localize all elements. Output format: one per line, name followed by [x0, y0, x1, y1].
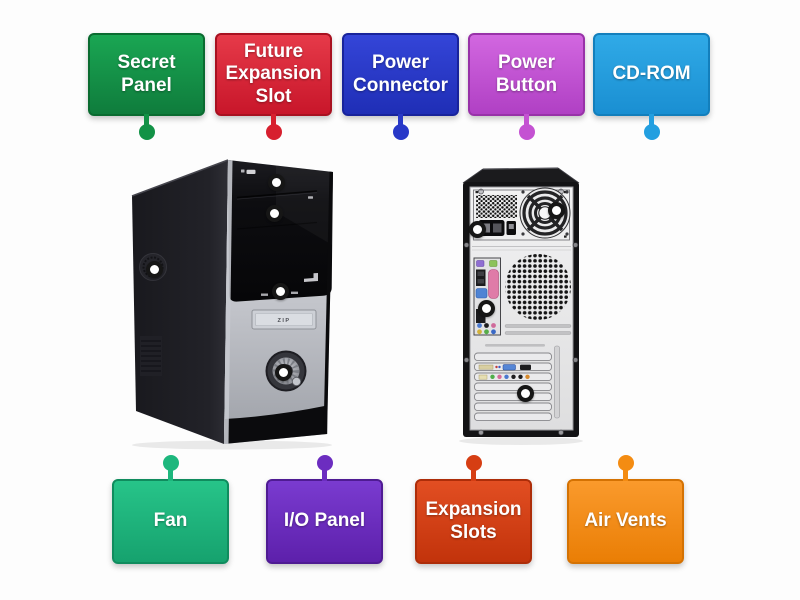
front-tower-side-panel — [131, 159, 229, 444]
pin-dot — [316, 455, 333, 471]
front-tower-front-panel: ZIP — [224, 160, 333, 444]
target-dot-front-ports[interactable] — [271, 282, 289, 300]
vent-slit — [504, 324, 572, 328]
label-expansion-slots[interactable]: Expansion Slots — [415, 455, 532, 564]
label-secret-panel[interactable]: Secret Panel — [88, 33, 205, 140]
back-tower-image — [459, 167, 583, 445]
sound-card-jacks — [478, 374, 530, 380]
label-text: Secret Panel — [117, 52, 176, 96]
label-io-panel[interactable]: I/O Panel — [266, 455, 383, 564]
audio-jacks — [477, 323, 496, 335]
cd-drive-seams — [236, 190, 318, 230]
label-future-expansion-slot[interactable]: Future Expansion Slot — [215, 33, 332, 140]
target-dot-side-fan[interactable] — [145, 260, 163, 278]
front-tower-shadow — [132, 440, 332, 450]
label-fan[interactable]: Fan — [112, 455, 229, 564]
vent-slit — [504, 331, 572, 335]
label-pin — [265, 114, 282, 140]
usb-ports-lower — [476, 309, 486, 323]
zip-label: ZIP — [277, 318, 290, 324]
target-dot-io-panel[interactable] — [477, 299, 495, 317]
target-dot-lower-drive-bay[interactable] — [265, 204, 283, 222]
label-text: Power Connector — [353, 52, 448, 96]
front-bottom-band — [224, 405, 328, 444]
zip-drive-slot: ZIP — [251, 309, 317, 330]
front-tower-image: ZIP — [131, 159, 333, 450]
pin-dot — [465, 455, 482, 471]
vga-port — [475, 288, 488, 299]
label-cd-rom[interactable]: CD-ROM — [593, 33, 710, 140]
target-dot-psu-fan[interactable] — [547, 201, 565, 219]
label-text: Air Vents — [584, 510, 667, 532]
label-power-connector[interactable]: Power Connector — [342, 33, 459, 140]
label-pin — [316, 455, 333, 481]
label-pin — [162, 455, 179, 481]
back-tower-shadow — [459, 437, 583, 445]
front-port-icons — [261, 291, 298, 296]
power-switch — [506, 221, 516, 235]
label-power-button[interactable]: Power Button — [468, 33, 585, 140]
parallel-port — [488, 269, 499, 299]
ps2-keyboard-port — [489, 260, 498, 267]
target-dot-power-knob[interactable] — [274, 363, 292, 381]
pin-dot — [392, 124, 409, 140]
side-vent — [140, 336, 162, 376]
psu-fan-grille — [519, 187, 571, 239]
front-logo — [304, 273, 318, 282]
label-pin — [518, 114, 535, 140]
pin-dot — [518, 124, 535, 140]
usb-ports — [476, 269, 486, 286]
pin-dot — [617, 455, 634, 471]
round-air-vent — [505, 254, 571, 320]
label-text: Future Expansion Slot — [225, 40, 322, 107]
ps2-mouse-port — [476, 260, 485, 267]
label-pin — [643, 114, 660, 140]
pin-dot — [138, 124, 155, 140]
front-right-bevel — [323, 171, 333, 434]
label-text: Expansion Slots — [425, 499, 522, 543]
label-text: I/O Panel — [283, 510, 366, 532]
psu-honeycomb-vent — [476, 195, 517, 218]
front-left-bevel — [224, 160, 233, 444]
video-card-ports — [478, 364, 531, 371]
psu-section — [472, 187, 571, 251]
label-text: CD-ROM — [612, 63, 691, 85]
io-panel-section — [473, 257, 501, 336]
expansion-slots-section — [474, 344, 560, 422]
label-air-vents[interactable]: Air Vents — [567, 455, 684, 564]
pin-dot — [162, 455, 179, 471]
label-text: Power Button — [495, 52, 558, 96]
front-indicator-icons — [241, 169, 256, 174]
label-pin — [138, 114, 155, 140]
target-dot-expansion-slot[interactable] — [516, 384, 534, 402]
label-pin — [392, 114, 409, 140]
pin-dot — [643, 124, 660, 140]
label-pin — [465, 455, 482, 481]
pin-dot — [265, 124, 282, 140]
label-pin — [617, 455, 634, 481]
target-dot-power-socket[interactable] — [468, 220, 486, 238]
target-dot-cd-drive-bay[interactable] — [267, 173, 285, 191]
label-text: Fan — [153, 510, 188, 532]
